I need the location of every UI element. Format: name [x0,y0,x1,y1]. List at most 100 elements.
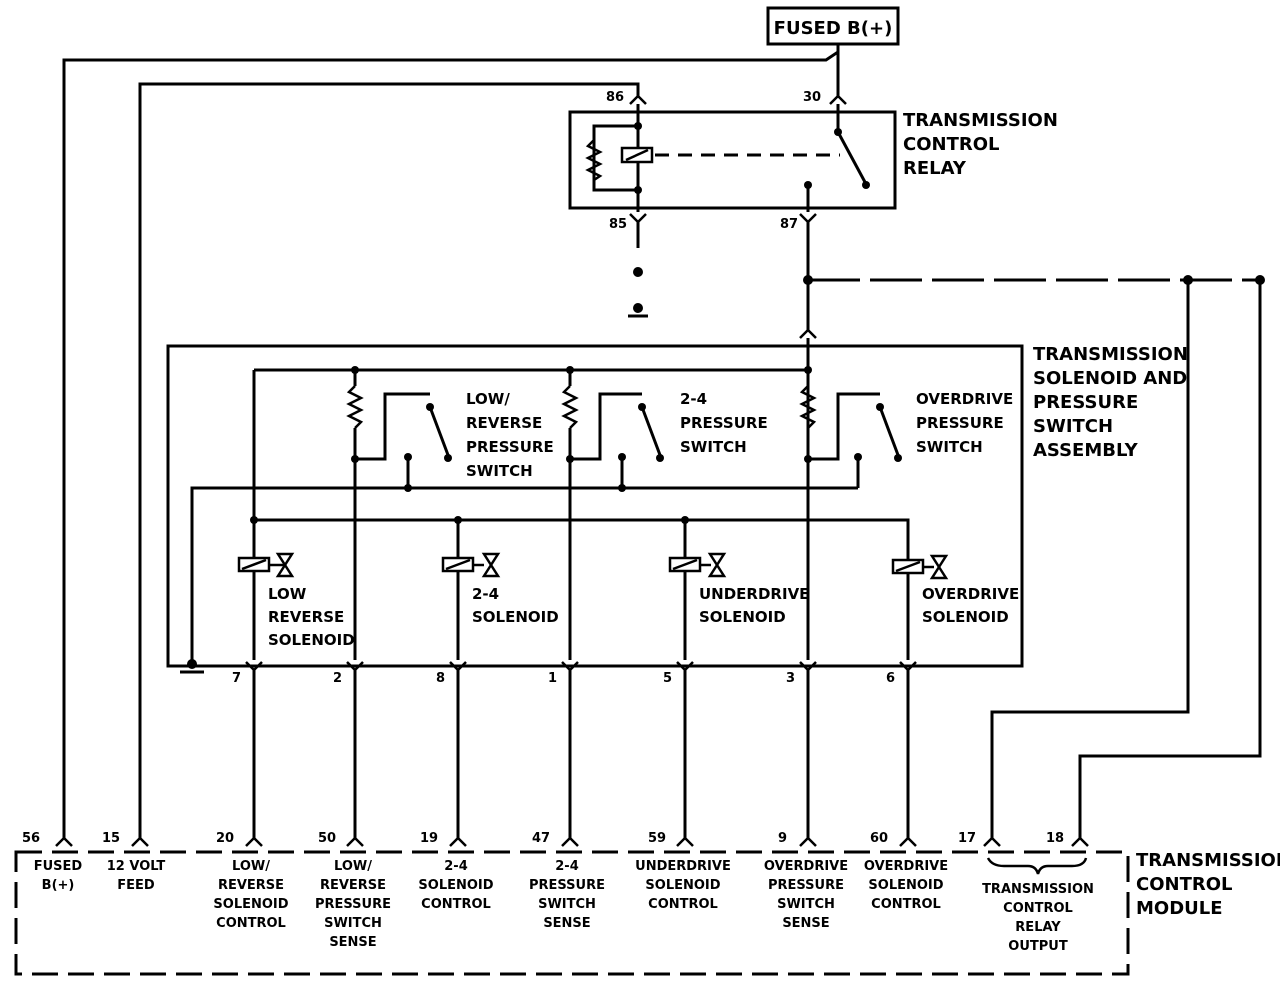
relay-pin-86: 86 [606,90,624,105]
relay-top-connectors [629,94,847,105]
svg-text:SWITCH: SWITCH [466,462,533,480]
svg-text:SWITCH: SWITCH [1033,416,1113,437]
assembly-pin-labels: 7 2 8 1 5 3 6 [232,671,895,686]
svg-text:TRANSMISSION: TRANSMISSION [1033,344,1188,365]
svg-text:UNDERDRIVE: UNDERDRIVE [699,585,809,603]
solenoid-labels: LOW REVERSE SOLENOID 2-4 SOLENOID UNDERD… [268,585,1019,649]
svg-text:20: 20 [216,831,234,846]
svg-text:18: 18 [1046,831,1064,846]
relay-pin-labels: 86 30 85 87 [606,90,821,232]
svg-text:1: 1 [548,671,557,686]
svg-text:CONTROL: CONTROL [421,897,491,912]
svg-text:2-4: 2-4 [680,390,707,408]
svg-text:2-4: 2-4 [555,859,579,874]
switch-labels: LOW/ REVERSE PRESSURE SWITCH 2-4 PRESSUR… [466,390,1013,480]
svg-text:RELAY: RELAY [1015,920,1061,935]
transmission-control-relay [568,104,897,212]
supply-wiring [62,44,840,838]
svg-text:PRESSURE: PRESSURE [315,897,391,912]
svg-text:REVERSE: REVERSE [218,878,284,893]
module-pin-labels: 56 15 20 50 19 47 59 9 60 17 18 [22,831,1064,846]
svg-text:9: 9 [778,831,787,846]
svg-text:50: 50 [318,831,336,846]
svg-text:PRESSURE: PRESSURE [466,438,554,456]
svg-text:15: 15 [102,831,120,846]
svg-text:CONTROL: CONTROL [871,897,941,912]
svg-text:SWITCH: SWITCH [324,916,382,931]
svg-text:OVERDRIVE: OVERDRIVE [864,859,948,874]
svg-text:REVERSE: REVERSE [320,878,386,893]
svg-text:8: 8 [436,671,445,686]
svg-text:SOLENOID: SOLENOID [645,878,720,893]
svg-text:OUTPUT: OUTPUT [1008,939,1068,954]
svg-text:SOLENOID: SOLENOID [213,897,288,912]
svg-text:FEED: FEED [117,878,155,893]
svg-text:OVERDRIVE: OVERDRIVE [916,390,1013,408]
svg-text:CONTROL: CONTROL [1136,874,1233,895]
svg-text:OVERDRIVE: OVERDRIVE [922,585,1019,603]
svg-text:PRESSURE: PRESSURE [1033,392,1138,413]
svg-text:2-4: 2-4 [472,585,499,603]
svg-text:RELAY: RELAY [903,158,967,179]
svg-text:REVERSE: REVERSE [268,608,344,626]
svg-text:ASSEMBLY: ASSEMBLY [1033,440,1139,461]
svg-text:SOLENOID: SOLENOID [699,608,786,626]
module-signal-labels: FUSED B(+) 12 VOLT FEED LOW/ REVERSE SOL… [34,859,1094,954]
svg-text:LOW: LOW [268,585,307,603]
svg-text:60: 60 [870,831,888,846]
svg-text:5: 5 [663,671,672,686]
svg-text:LOW/: LOW/ [232,859,270,874]
svg-text:SOLENOID: SOLENOID [868,878,943,893]
solenoid-pressure-switch-assembly [166,344,1024,674]
svg-text:CONTROL: CONTROL [216,916,286,931]
svg-text:3: 3 [786,671,795,686]
svg-text:SWITCH: SWITCH [538,897,596,912]
svg-text:SWITCH: SWITCH [777,897,835,912]
svg-text:SWITCH: SWITCH [680,438,747,456]
svg-text:UNDERDRIVE: UNDERDRIVE [635,859,731,874]
relay-output-wiring [628,213,1265,838]
relay-pin-85: 85 [609,217,627,232]
svg-text:SENSE: SENSE [782,916,829,931]
relay-title: TRANSMISSION CONTROL RELAY [903,110,1058,179]
module-title: TRANSMISSION CONTROL MODULE [1136,850,1280,919]
svg-text:PRESSURE: PRESSURE [916,414,1004,432]
svg-text:PRESSURE: PRESSURE [680,414,768,432]
relay-pin-30: 30 [803,90,821,105]
svg-text:12 VOLT: 12 VOLT [107,859,166,874]
svg-text:LOW/: LOW/ [466,390,510,408]
svg-text:CONTROL: CONTROL [903,134,1000,155]
svg-text:2: 2 [333,671,342,686]
svg-text:B(+): B(+) [42,878,75,893]
svg-text:CONTROL: CONTROL [1003,901,1073,916]
svg-text:17: 17 [958,831,976,846]
svg-text:SOLENOID: SOLENOID [418,878,493,893]
svg-text:TRANSMISSION: TRANSMISSION [903,110,1058,131]
svg-text:TRANSMISSION: TRANSMISSION [982,882,1094,897]
svg-text:PRESSURE: PRESSURE [768,878,844,893]
svg-text:LOW/: LOW/ [334,859,372,874]
svg-text:SWITCH: SWITCH [916,438,983,456]
svg-text:7: 7 [232,671,241,686]
assembly-title: TRANSMISSION SOLENOID AND PRESSURE SWITC… [1033,344,1188,461]
transmission-control-module [14,836,1130,976]
svg-text:SENSE: SENSE [329,935,376,950]
fused-b-plus-box: FUSED B(+) [766,6,900,46]
svg-text:OVERDRIVE: OVERDRIVE [764,859,848,874]
svg-text:59: 59 [648,831,666,846]
svg-text:CONTROL: CONTROL [648,897,718,912]
svg-text:47: 47 [532,831,550,846]
svg-text:56: 56 [22,831,40,846]
svg-text:TRANSMISSION: TRANSMISSION [1136,850,1280,871]
svg-text:SOLENOID AND: SOLENOID AND [1033,368,1187,389]
svg-text:6: 6 [886,671,895,686]
svg-text:SOLENOID: SOLENOID [472,608,559,626]
svg-text:FUSED: FUSED [34,859,83,874]
svg-text:MODULE: MODULE [1136,898,1223,919]
svg-text:PRESSURE: PRESSURE [529,878,605,893]
relay-pin-87: 87 [780,217,798,232]
svg-text:REVERSE: REVERSE [466,414,542,432]
svg-text:SENSE: SENSE [543,916,590,931]
svg-text:19: 19 [420,831,438,846]
